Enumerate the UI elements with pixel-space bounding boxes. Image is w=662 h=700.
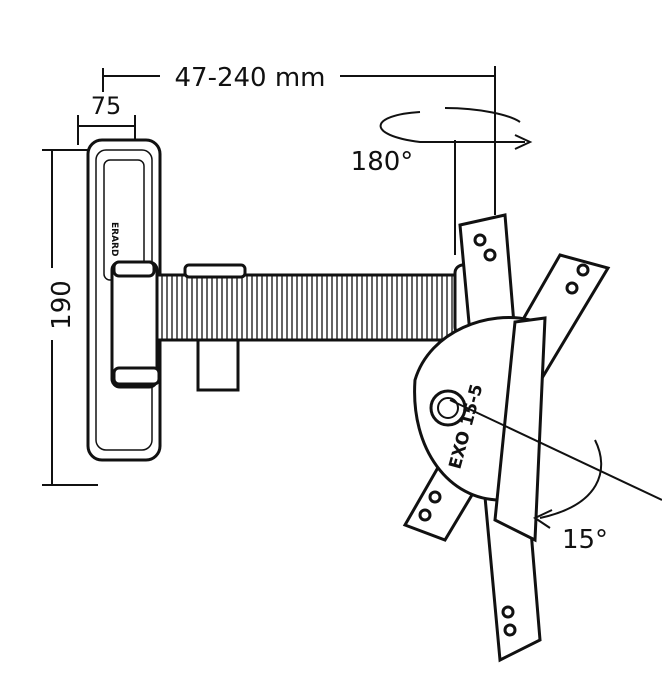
plate-width-dimension — [77, 115, 136, 145]
plate-height-label: 190 — [47, 280, 77, 330]
vesa-plate — [402, 213, 611, 663]
tilt-label: 15° — [562, 525, 608, 555]
swivel-arrow-icon — [379, 107, 533, 150]
reach-label: 47-240 mm — [174, 63, 325, 93]
brand-logo: ERARD — [109, 222, 119, 256]
plate-width-label: 75 — [91, 92, 122, 120]
swivel-label: 180° — [351, 147, 414, 177]
tilt-arrow-icon — [449, 399, 662, 529]
reach-dimension — [102, 66, 496, 255]
